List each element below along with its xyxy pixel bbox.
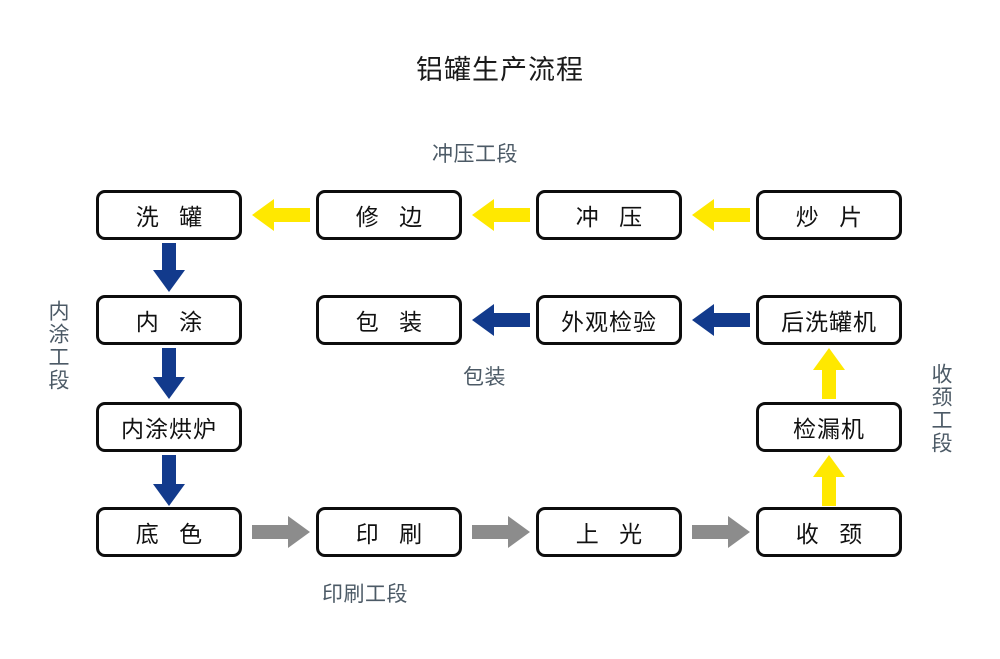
node-print[interactable]: 印 刷 xyxy=(316,507,462,557)
node-base-color[interactable]: 底 色 xyxy=(96,507,242,557)
node-rear-washer[interactable]: 后洗罐机 xyxy=(756,295,902,345)
node-wash-can[interactable]: 洗 罐 xyxy=(96,190,242,240)
node-stamp[interactable]: 冲 压 xyxy=(536,190,682,240)
page-title: 铝罐生产流程 xyxy=(416,55,584,85)
arrow-necking-to-leak-tester xyxy=(813,455,845,506)
node-trim[interactable]: 修 边 xyxy=(316,190,462,240)
arrow-wash-can-to-inner-coat xyxy=(153,243,185,292)
arrow-leak-tester-to-rear-washer xyxy=(813,348,845,399)
section-label-inner-coating: 内涂工段 xyxy=(46,300,69,392)
node-leak-tester[interactable]: 检漏机 xyxy=(756,402,902,452)
section-label-stamping: 冲压工段 xyxy=(432,143,518,166)
section-label-printing: 印刷工段 xyxy=(322,583,408,606)
node-visual-inspection[interactable]: 外观检验 xyxy=(536,295,682,345)
arrow-oven-to-base-color xyxy=(153,455,185,506)
arrow-print-to-varnish xyxy=(472,516,530,548)
node-necking[interactable]: 收 颈 xyxy=(756,507,902,557)
node-inner-coat-oven[interactable]: 内涂烘炉 xyxy=(96,402,242,452)
arrow-visual-inspection-to-packaging xyxy=(472,304,530,336)
node-packaging[interactable]: 包 装 xyxy=(316,295,462,345)
node-cup-blank[interactable]: 炒 片 xyxy=(756,190,902,240)
arrow-cup-blank-to-stamp xyxy=(692,199,750,231)
arrow-base-color-to-print xyxy=(252,516,310,548)
arrow-rear-washer-to-visual-inspection xyxy=(692,304,750,336)
arrow-inner-coat-to-oven xyxy=(153,348,185,399)
arrow-varnish-to-necking xyxy=(692,516,750,548)
section-label-packaging: 包装 xyxy=(463,366,506,389)
node-inner-coat[interactable]: 内 涂 xyxy=(96,295,242,345)
arrow-stamp-to-trim xyxy=(472,199,530,231)
section-label-necking: 收颈工段 xyxy=(929,363,952,455)
arrow-trim-to-wash-can xyxy=(252,199,310,231)
node-varnish[interactable]: 上 光 xyxy=(536,507,682,557)
